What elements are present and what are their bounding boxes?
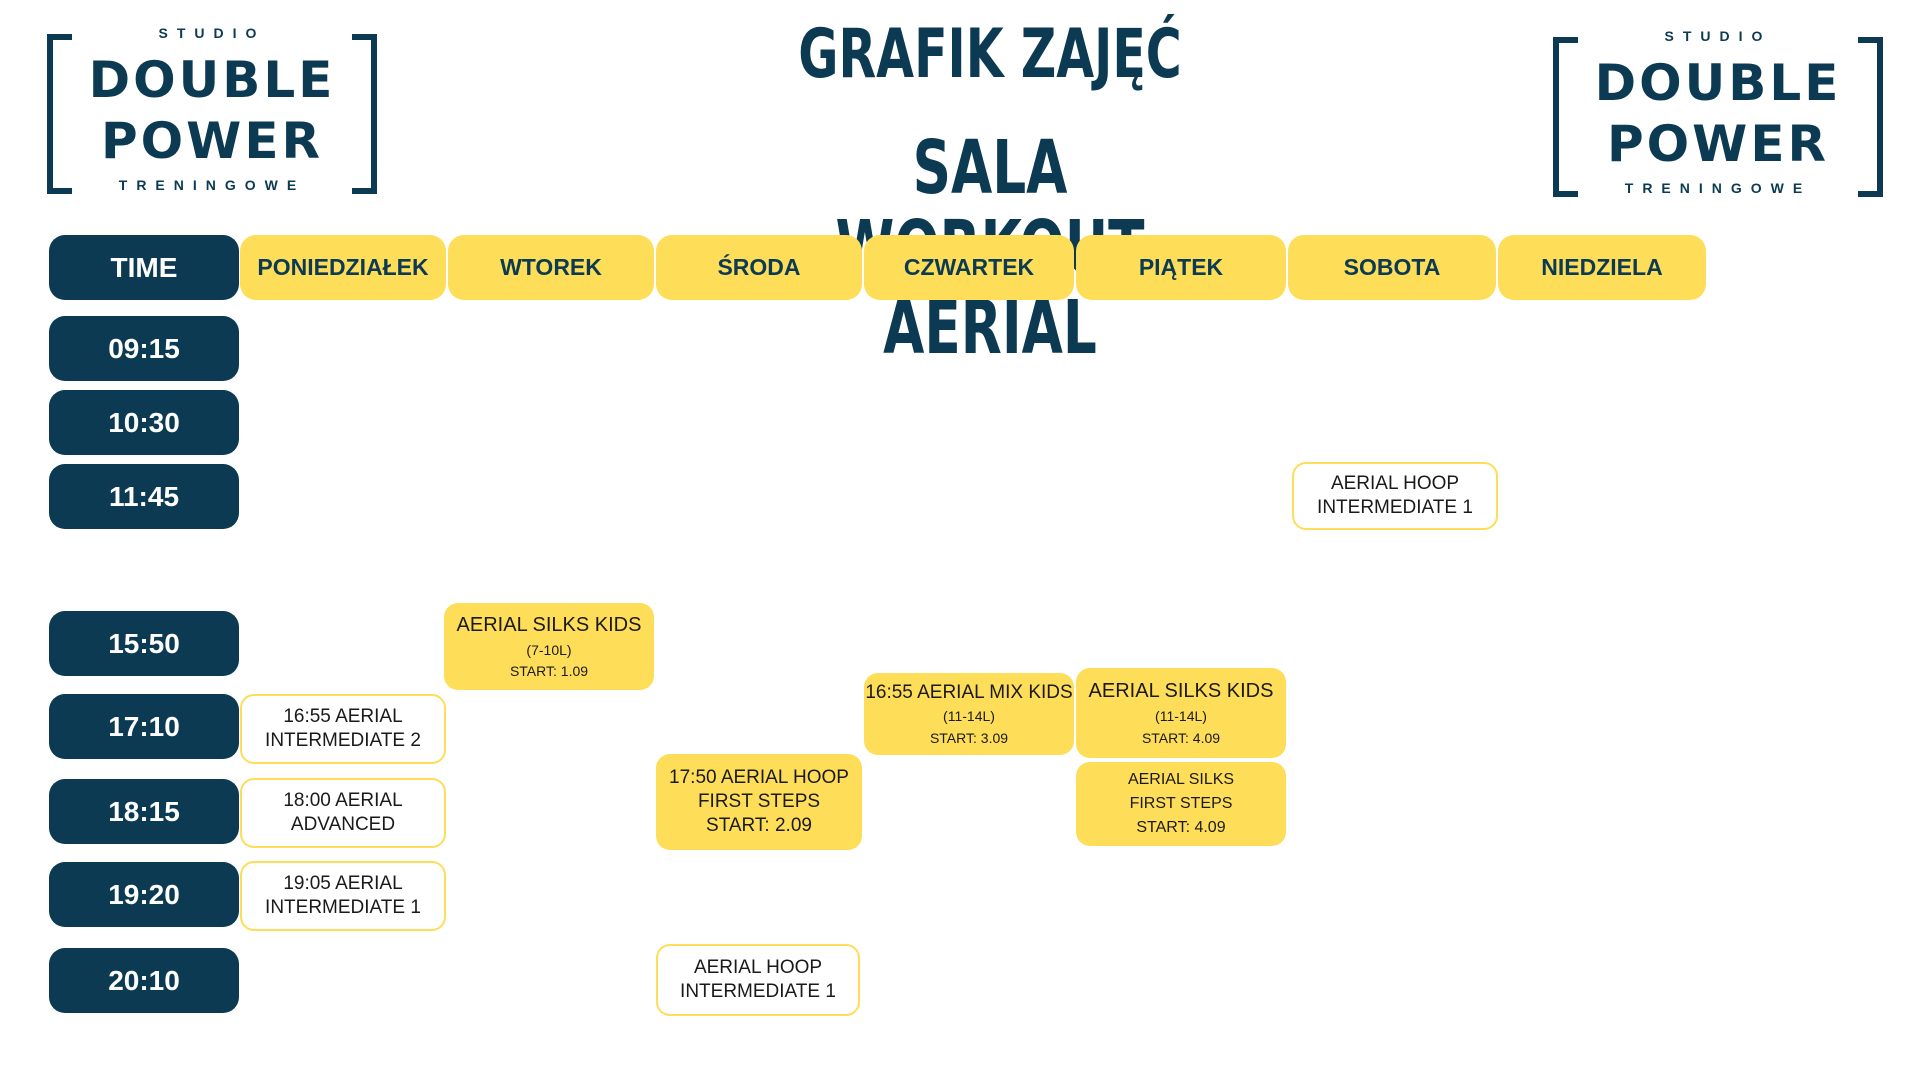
class-age: (7-10L) xyxy=(526,641,572,658)
logo-bracket-left xyxy=(47,34,72,194)
class-line: 18:00 AERIAL xyxy=(283,790,403,812)
class-line: ADVANCED xyxy=(290,814,396,835)
class-line: START: 2.09 xyxy=(706,814,812,836)
class-title: AERIAL SILKS KIDS xyxy=(456,613,642,636)
class-title: 16:55 AERIAL MIX KIDS xyxy=(865,681,1073,703)
class-block-monday-1905[interactable]: 19:05 AERIAL INTERMEDIATE 1 xyxy=(240,861,446,931)
day-header-sunday: NIEDZIELA xyxy=(1498,235,1706,300)
class-block-tuesday-1550[interactable]: AERIAL SILKS KIDS (7-10L) START: 1.09 xyxy=(444,603,654,690)
time-slot: 17:10 xyxy=(49,694,239,759)
day-header-wednesday: ŚRODA xyxy=(656,235,862,300)
class-block-monday-1800[interactable]: 18:00 AERIAL ADVANCED xyxy=(240,778,446,848)
class-block-friday-kids[interactable]: AERIAL SILKS KIDS (11-14L) START: 4.09 xyxy=(1076,668,1286,758)
class-line: 19:05 AERIAL xyxy=(283,873,403,895)
class-start: START: 1.09 xyxy=(509,663,589,679)
class-block-thursday-1655[interactable]: 16:55 AERIAL MIX KIDS (11-14L) START: 3.… xyxy=(864,673,1074,755)
class-line: 16:55 AERIAL xyxy=(283,706,403,728)
day-header-thursday: CZWARTEK xyxy=(864,235,1074,300)
logo-studio-text: STUDIO xyxy=(1664,28,1772,44)
time-slot: 11:45 xyxy=(49,464,239,529)
class-block-saturday-1145[interactable]: AERIAL HOOP INTERMEDIATE 1 xyxy=(1292,462,1498,530)
logo-bracket-right xyxy=(352,34,377,194)
class-start: START: 3.09 xyxy=(929,729,1009,746)
class-line: AERIAL HOOP xyxy=(1330,473,1460,495)
logo-studio-text: STUDIO xyxy=(158,25,266,41)
day-header-monday: PONIEDZIAŁEK xyxy=(240,235,446,300)
class-line: START: 4.09 xyxy=(1136,819,1226,836)
class-block-monday-1655[interactable]: 16:55 AERIAL INTERMEDIATE 2 xyxy=(240,694,446,764)
day-header-saturday: SOBOTA xyxy=(1288,235,1496,300)
class-block-wednesday-1750[interactable]: 17:50 AERIAL HOOP FIRST STEPS START: 2.0… xyxy=(656,754,862,850)
logo-word-power: POWER xyxy=(101,112,323,170)
day-header-tuesday: WTOREK xyxy=(448,235,654,300)
logo-tagline: TRENINGOWE xyxy=(118,177,306,193)
class-line: INTERMEDIATE 2 xyxy=(265,730,421,751)
class-age: (11-14L) xyxy=(943,708,995,725)
class-start: START: 4.09 xyxy=(1141,729,1221,746)
time-slot: 20:10 xyxy=(49,948,239,1013)
page-title: GRAFIK ZAJĘĆ xyxy=(798,15,1182,94)
class-line: 17:50 AERIAL HOOP xyxy=(669,767,849,789)
time-slot: 15:50 xyxy=(49,611,239,676)
class-line: INTERMEDIATE 1 xyxy=(680,981,836,1002)
class-block-friday-first-steps[interactable]: AERIAL SILKS FIRST STEPS START: 4.09 xyxy=(1076,762,1286,846)
time-header: TIME xyxy=(49,235,239,300)
class-line: INTERMEDIATE 1 xyxy=(1317,497,1473,518)
logo-bracket-left xyxy=(1553,37,1578,197)
class-age: (11-14L) xyxy=(1155,708,1207,724)
logo-word-double: DOUBLE xyxy=(1594,54,1842,112)
class-block-wednesday-2010[interactable]: AERIAL HOOP INTERMEDIATE 1 xyxy=(656,944,860,1016)
logo-word-power: POWER xyxy=(1607,115,1829,173)
class-line: FIRST STEPS xyxy=(697,791,821,813)
time-slot: 09:15 xyxy=(49,316,239,381)
logo-bracket-right xyxy=(1858,37,1883,197)
class-line: FIRST STEPS xyxy=(1129,795,1233,812)
class-title: AERIAL SILKS KIDS xyxy=(1088,680,1274,702)
time-slot: 18:15 xyxy=(49,779,239,844)
logo-tagline: TRENINGOWE xyxy=(1624,180,1812,196)
class-line: INTERMEDIATE 1 xyxy=(265,897,421,918)
class-line: AERIAL SILKS xyxy=(1127,771,1235,788)
day-header-friday: PIĄTEK xyxy=(1076,235,1286,300)
class-line: AERIAL HOOP xyxy=(693,957,823,979)
time-slot: 10:30 xyxy=(49,390,239,455)
time-slot: 19:20 xyxy=(49,862,239,927)
studio-logo-right: STUDIO DOUBLE POWER TRENINGOWE xyxy=(1553,28,1883,198)
studio-logo-left: STUDIO DOUBLE POWER TRENINGOWE xyxy=(47,25,377,195)
logo-word-double: DOUBLE xyxy=(88,51,336,109)
